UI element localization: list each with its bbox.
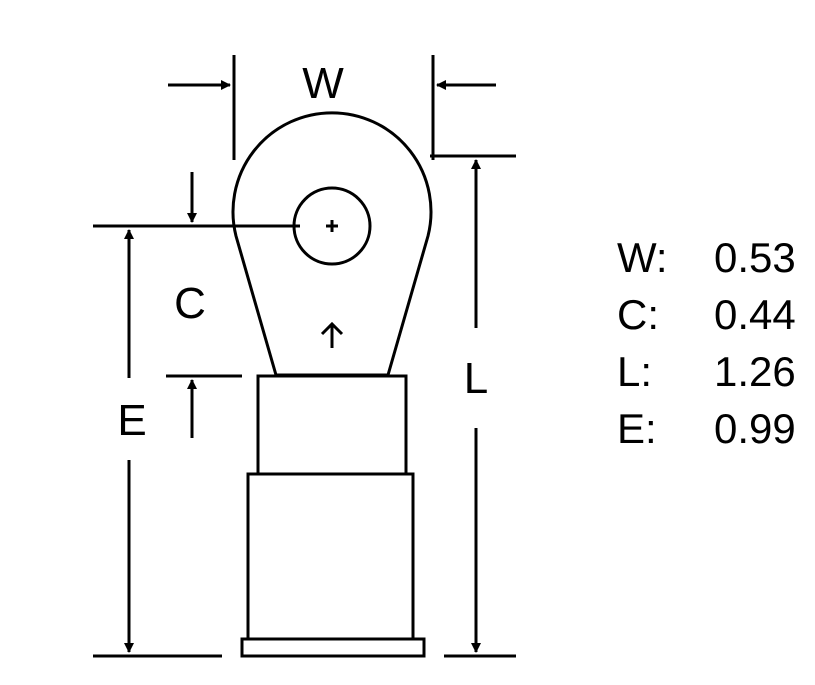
spec-value-e: 0.99 (714, 405, 796, 452)
e-label: E (117, 396, 146, 445)
direction-arrow-icon (320, 321, 344, 348)
extension-lines (93, 55, 516, 658)
ring-terminal (231, 111, 433, 658)
spec-value-c: 0.44 (714, 291, 796, 338)
spec-value-l: 1.26 (714, 348, 796, 395)
spec-table: W: 0.53 C: 0.44 L: 1.26 E: 0.99 (617, 234, 796, 452)
e-dimension: E (117, 229, 147, 653)
width-dimension: W (168, 59, 496, 108)
hole-center-mark (326, 220, 338, 232)
length-dimension: L (464, 159, 488, 653)
spec-label-c: C: (617, 291, 659, 338)
w-label: W (302, 59, 344, 108)
barrel-upper (256, 374, 408, 476)
spec-label-l: L: (617, 348, 652, 395)
hole-position-dimension: C (174, 172, 206, 438)
l-label: L (464, 354, 488, 403)
barrel-lower (246, 472, 415, 641)
spec-value-w: 0.53 (714, 234, 796, 281)
spec-label-e: E: (617, 405, 657, 452)
c-label: C (174, 279, 206, 328)
spec-label-w: W: (617, 234, 668, 281)
barrel-base-ring (240, 637, 426, 658)
